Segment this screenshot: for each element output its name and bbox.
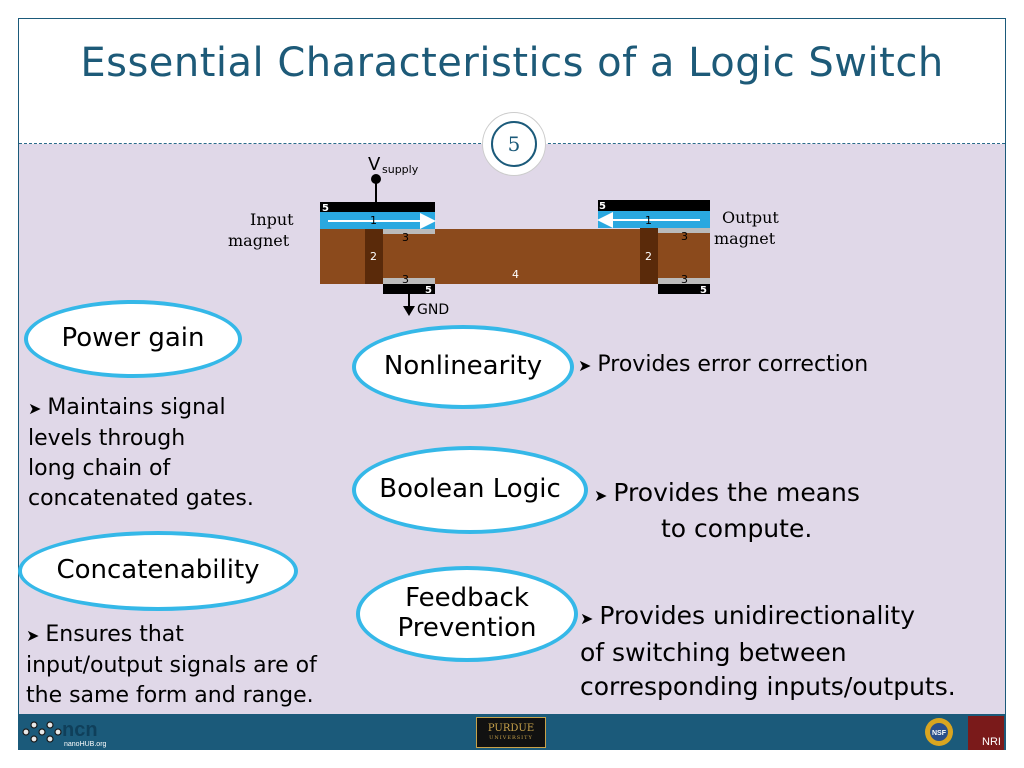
concatenability-line-1: Ensures that: [45, 622, 184, 647]
input-oxide-label: 3: [402, 231, 409, 244]
feedback-label-line-1: Feedback: [405, 583, 529, 614]
bullet-arrow-icon: ➤: [28, 399, 42, 418]
slide-number: 5: [491, 121, 537, 167]
gnd-oxide-layer-3: [383, 278, 435, 284]
bullet-arrow-icon: ➤: [578, 356, 592, 375]
vsupply-label: V: [368, 154, 381, 175]
feedback-line-2: of switching between: [580, 638, 847, 667]
boolean-line-2: to compute.: [661, 514, 813, 543]
feedback-label-line-2: Prevention: [397, 613, 537, 643]
concatenability-line-2: input/output signals are of: [26, 653, 317, 678]
ncn-logo-text: ncn: [62, 719, 98, 741]
output-oxide-label: 3: [681, 230, 688, 243]
input-magnet-label-1: 1: [370, 214, 377, 227]
concatenability-line-3: the same form and range.: [26, 683, 314, 708]
purdue-logo: PURDUE UNIVERSITY: [476, 717, 546, 748]
nsf-logo-icon: NSF: [925, 718, 953, 746]
power-gain-line-4: concatenated gates.: [28, 486, 254, 511]
boolean-logic-description: ➤ Provides the means to compute.: [594, 476, 860, 545]
power-gain-oval: Power gain: [24, 300, 242, 378]
spin-switch-diagram: V supply 4 5 1 3 2 3 5 GND Input magnet …: [228, 154, 779, 318]
input-oxide-layer-3: [380, 229, 435, 234]
output-oxide-layer-3: [658, 228, 710, 233]
concatenability-description: ➤ Ensures that input/output signals are o…: [26, 620, 317, 711]
gnd-arrow: [403, 306, 415, 316]
ncn-logo-subtext: nanoHUB.org: [64, 741, 107, 748]
boolean-line-1: Provides the means: [613, 478, 860, 507]
nonlinearity-oval: Nonlinearity: [352, 325, 574, 409]
bullet-arrow-icon: ➤: [594, 486, 608, 505]
output-bottom-contact-5: [658, 284, 710, 294]
output-bottom-oxide-label: 3: [681, 273, 688, 286]
nonlinearity-description: ➤ Provides error correction: [578, 350, 868, 381]
input-layer-2: [365, 229, 383, 284]
slide-title: Essential Characteristics of a Logic Swi…: [80, 40, 944, 86]
power-gain-label: Power gain: [61, 323, 205, 354]
purdue-logo-subtext: UNIVERSITY: [489, 735, 533, 741]
input-contact-label: 5: [322, 203, 329, 214]
power-gain-line-1: Maintains signal: [47, 395, 226, 420]
ncn-logo-icon: ncn nanoHUB.org: [22, 719, 107, 748]
feedback-line-3: corresponding inputs/outputs.: [580, 672, 956, 701]
output-layer-2: [640, 228, 658, 284]
slide-number-badge: 5: [483, 113, 545, 175]
output-magnet-text-2: magnet: [714, 229, 776, 248]
gnd-oxide-label: 3: [402, 273, 409, 286]
gnd-contact-5: [383, 284, 435, 294]
concatenability-oval: Concatenability: [18, 531, 298, 611]
output-contact-5: [598, 200, 710, 211]
gnd-contact-label: 5: [425, 285, 432, 296]
feedback-prevention-description: ➤ Provides unidirectionality of switching…: [580, 599, 956, 704]
power-gain-description: ➤ Maintains signal levels through long ch…: [28, 393, 254, 514]
input-magnet-text-1: Input: [250, 210, 294, 229]
nri-logo: NRI: [968, 716, 1004, 750]
input-magnet-text-2: magnet: [228, 231, 290, 250]
output-magnet-label-1: 1: [645, 214, 652, 227]
bullet-arrow-icon: ➤: [580, 609, 594, 628]
input-layer-2-label: 2: [370, 250, 377, 263]
vsupply-subscript: supply: [382, 163, 419, 176]
nri-logo-text: NRI: [982, 736, 1001, 748]
boolean-logic-oval: Boolean Logic: [352, 446, 588, 534]
power-gain-line-2: levels through: [28, 426, 186, 451]
channel-label-4: 4: [512, 268, 519, 281]
output-layer-2-label: 2: [645, 250, 652, 263]
output-bottom-oxide-3: [658, 278, 710, 284]
feedback-prevention-oval: Feedback Prevention: [356, 566, 578, 662]
nsf-logo-text: NSF: [932, 730, 947, 737]
nonlinearity-line-1: Provides error correction: [597, 352, 869, 377]
gnd-label: GND: [417, 302, 449, 318]
purdue-logo-text: PURDUE: [487, 723, 535, 734]
concatenability-label: Concatenability: [56, 555, 260, 586]
feedback-line-1: Provides unidirectionality: [599, 601, 916, 630]
input-contact-5: [320, 202, 435, 212]
output-contact-label: 5: [599, 201, 606, 212]
boolean-logic-label: Boolean Logic: [379, 474, 561, 505]
output-magnet-text-1: Output: [722, 208, 779, 227]
power-gain-line-3: long chain of: [28, 456, 171, 481]
nonlinearity-label: Nonlinearity: [383, 351, 543, 382]
output-bottom-contact-label: 5: [700, 285, 707, 296]
bullet-arrow-icon: ➤: [26, 626, 40, 645]
